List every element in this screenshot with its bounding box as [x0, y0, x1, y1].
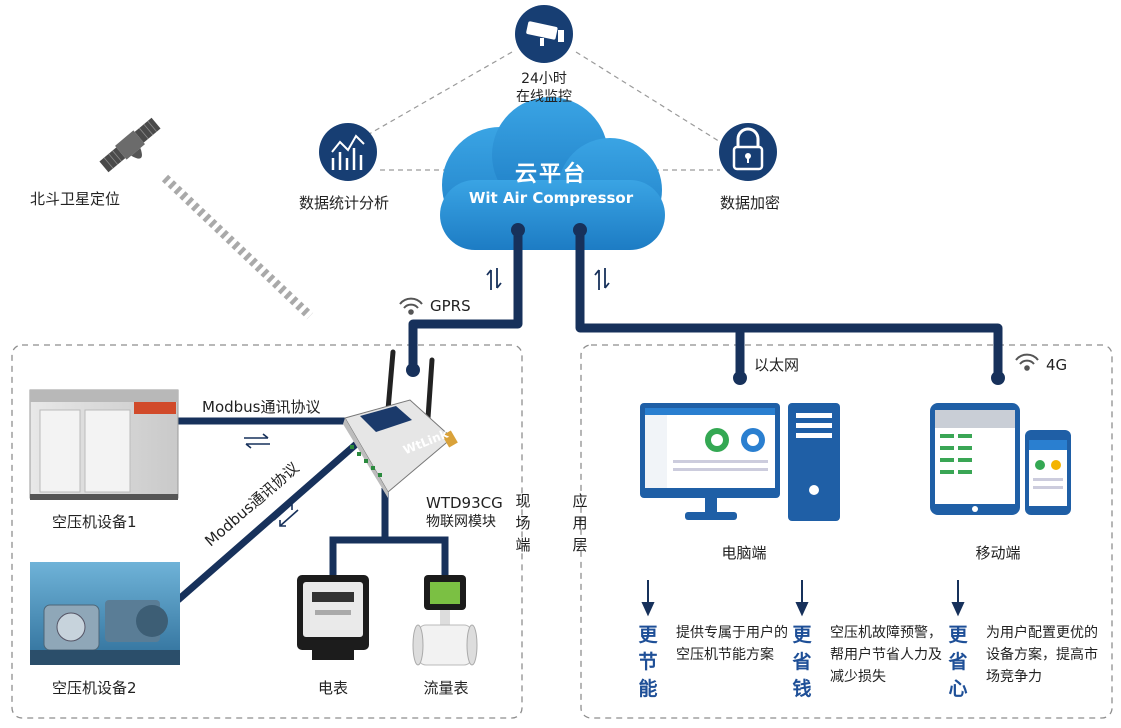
- pc-label: 电脑端: [721, 544, 767, 562]
- transfer-arrows-left: [486, 268, 502, 290]
- mobile-devices-image: [930, 403, 1071, 515]
- cloud-port-left: [511, 223, 525, 237]
- benefit-3-title: 更省心: [948, 624, 968, 700]
- modbus-lines: [175, 417, 449, 603]
- benefit-1-desc: 提供专属于用户的空压机节能方案: [676, 625, 788, 663]
- transfer-arrows-right: [594, 268, 610, 290]
- meter-label: 电表: [317, 679, 349, 697]
- encrypt-label: 数据加密: [719, 194, 781, 212]
- stats-label: 数据统计分析: [298, 194, 390, 212]
- gateway-port: [406, 363, 420, 377]
- flow-meter-label: 流量表: [423, 679, 469, 697]
- app-layer-label: 应用层: [572, 492, 588, 554]
- ethernet-label: 以太网: [754, 356, 800, 374]
- wifi-icon-gprs: [399, 297, 423, 315]
- chart-icon: [319, 123, 377, 181]
- satellite-label: 北斗卫星定位: [30, 190, 121, 208]
- modbus-arrows-diag: [273, 503, 299, 527]
- monitor-label: 24小时 在线监控: [516, 70, 572, 106]
- wifi-icon-4g: [1015, 353, 1039, 371]
- benefit-1-title: 更节能: [638, 624, 658, 700]
- cloud-platform-shape: [440, 97, 665, 250]
- modbus-arrows-top: [244, 433, 270, 449]
- flow-meter-image: [412, 575, 478, 666]
- monitor-label-line1: 24小时: [521, 71, 567, 87]
- gateway-device-image: [343, 349, 458, 498]
- cloud-connection-lines: [408, 230, 1003, 378]
- ethernet-port: [733, 371, 747, 385]
- compressor-1-label: 空压机设备1: [52, 513, 137, 531]
- compressor-2-image: [30, 562, 180, 665]
- compressor-2-label: 空压机设备2: [52, 679, 137, 697]
- cloud-platform-title: 云平台: [514, 162, 588, 187]
- gateway-model: WTD93CG: [426, 494, 503, 512]
- pc-monitor-image: [640, 403, 840, 521]
- benefit-2-desc: 空压机故障预警，帮用户节省人力及减少损失: [830, 625, 942, 685]
- field-layer-label: 现场端: [515, 492, 531, 554]
- compressor-1-image: [29, 389, 179, 500]
- app-region-border: [580, 344, 1113, 719]
- lock-icon: [719, 123, 777, 181]
- mobile-label: 移动端: [975, 544, 1021, 562]
- gateway-label: WTD93CG 物联网模块: [426, 494, 503, 532]
- modbus-top-label: Modbus通讯协议: [202, 398, 321, 416]
- benefit-arrows: [641, 580, 965, 617]
- benefit-3-desc: 为用户配置更优的设备方案，提高市场竞争力: [986, 625, 1098, 685]
- monitor-label-line2: 在线监控: [516, 89, 572, 105]
- electric-meter-image: [297, 575, 369, 660]
- satellite-beam: [161, 174, 314, 320]
- camera-icon: [515, 5, 573, 63]
- field-region-border: [11, 344, 523, 719]
- benefit-2-title: 更省钱: [792, 624, 812, 700]
- cloud-port-right: [573, 223, 587, 237]
- gprs-label: GPRS: [430, 297, 471, 315]
- 4g-label: 4G: [1046, 356, 1068, 374]
- satellite-icon: [99, 117, 161, 173]
- gateway-type: 物联网模块: [426, 514, 496, 530]
- cloud-platform-subtitle: Wit Air Compressor: [468, 189, 634, 207]
- g4-port: [991, 371, 1005, 385]
